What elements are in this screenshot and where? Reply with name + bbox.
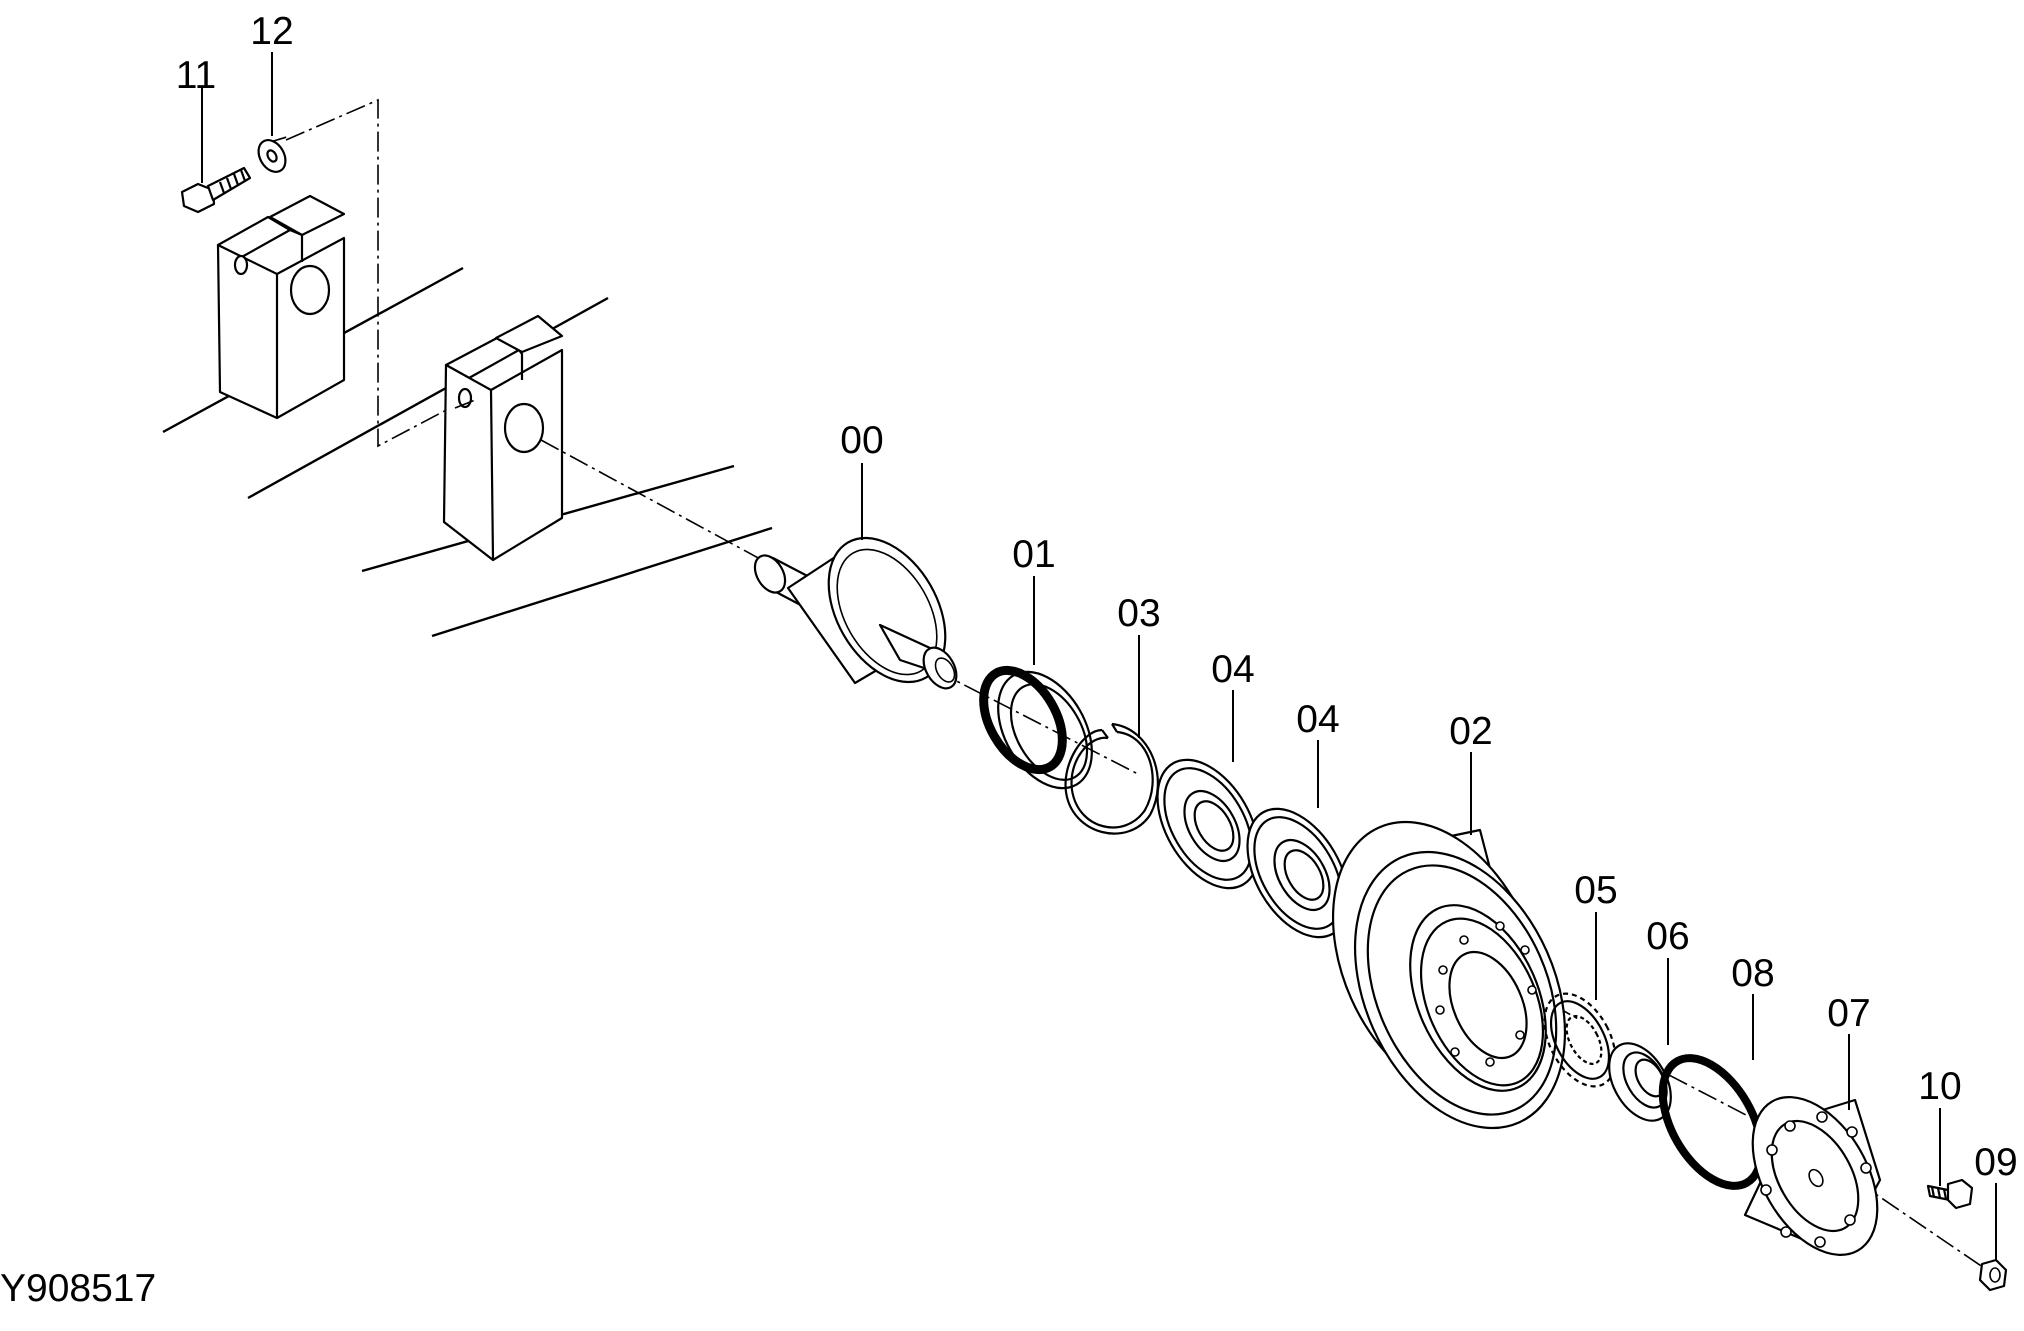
callout-leaders [201, 52, 1997, 1260]
callout-labels: 11 12 00 01 03 04 04 02 05 06 08 07 10 0… [176, 10, 2018, 1184]
callout-10: 10 [1918, 1065, 1961, 1108]
seal-part-01 [979, 665, 1093, 790]
callout-03: 03 [1117, 592, 1160, 635]
drawing-code: Y908517 [0, 1267, 156, 1310]
lock-nut-part-06 [1608, 1042, 1672, 1122]
callout-02: 02 [1449, 710, 1492, 753]
front-mounting-bracket [442, 314, 564, 562]
o-ring-part-08 [1658, 1054, 1766, 1190]
shaft-part-00 [753, 536, 958, 690]
callout-09: 09 [1974, 1141, 2017, 1184]
bearing-part-04-a [1156, 758, 1260, 890]
callout-01: 01 [1012, 533, 1055, 576]
callout-08: 08 [1731, 952, 1774, 995]
snap-ring-part-03 [1064, 722, 1159, 835]
bolt-part-11 [180, 166, 252, 214]
plug-part-09 [1978, 1258, 2008, 1292]
callout-04-b: 04 [1296, 698, 1339, 741]
callout-06: 06 [1646, 915, 1689, 958]
main-axis-centerline [266, 135, 1991, 1273]
roller-wheel-part-02 [1331, 820, 1567, 1130]
washer-part-12 [257, 139, 287, 173]
bracket-assembly-guide [285, 98, 453, 448]
cover-part-07 [1743, 1096, 1882, 1257]
small-bolt-part-10 [1926, 1178, 1974, 1210]
callout-05: 05 [1574, 869, 1617, 912]
callout-11: 11 [176, 54, 217, 97]
callout-04-a: 04 [1211, 648, 1254, 691]
rear-mounting-bracket [216, 194, 346, 420]
lock-washer-part-05 [1543, 992, 1617, 1088]
callout-00: 00 [840, 419, 883, 462]
callout-12: 12 [250, 10, 293, 53]
callout-07: 07 [1827, 992, 1870, 1035]
